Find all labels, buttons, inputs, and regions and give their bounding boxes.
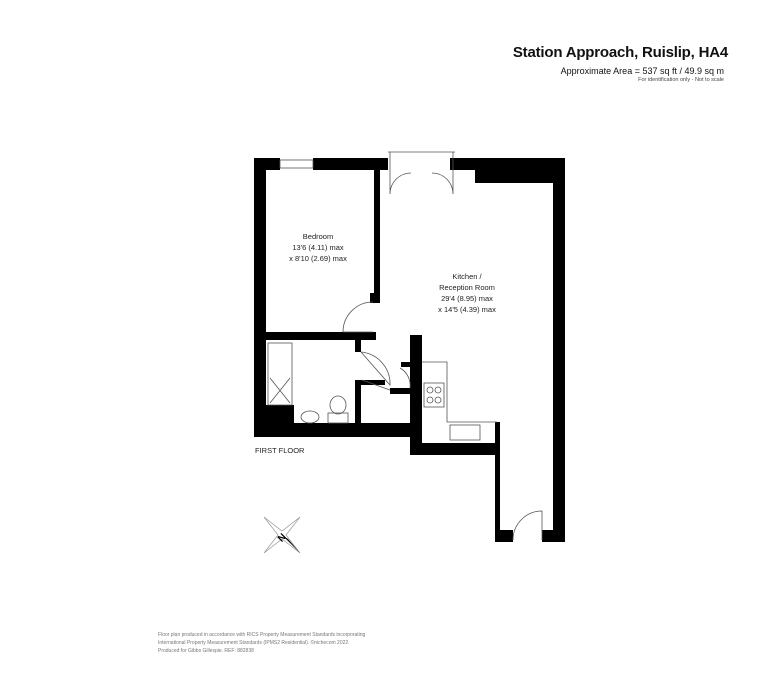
wall-bath-stub [355,340,361,352]
bedroom-window [279,159,314,169]
wall-corridor-side [495,422,500,542]
wall-bottom-right-jamb [542,530,565,542]
bathroom-door [360,351,391,387]
kitchen-dim1: 29'4 (8.95) max [441,294,493,303]
bedroom-name: Bedroom [303,232,333,241]
entrance-door [512,510,543,541]
wall-bottom [254,423,422,437]
floor-label: FIRST FLOOR [255,446,305,455]
bedroom-door [342,301,374,333]
kitchen-label: Kitchen / Reception Room 29'4 (8.95) max… [438,272,496,314]
wall-bottom-left-jamb [495,530,513,542]
kitchen-name1: Kitchen / [452,272,482,281]
balcony-door [388,151,455,195]
wall-cupboard-right [390,388,415,394]
footer-line2: International Property Measurement Stand… [158,640,350,646]
wall-top-right-thick [475,158,565,183]
kitchen-counter [422,361,497,423]
property-title: Station Approach, Ruislip, HA4 [512,44,728,61]
bedroom-label: Bedroom 13'6 (4.11) max x 8'10 (2.69) ma… [289,232,347,263]
wall-bedroom-stub [370,293,380,303]
bedroom-dim1: 13'6 (4.11) max [292,243,344,252]
toilet [329,395,347,415]
basin [300,410,320,424]
wall-bath-right [355,380,361,425]
compass-icon: N [263,516,301,554]
bedroom-dim2: x 8'10 (2.69) max [289,254,347,263]
wall-right [553,158,565,542]
cistern [327,412,349,424]
wall-bath-corner [254,405,294,435]
wall-top-mid [313,158,388,170]
kitchen-dim2: x 14'5 (4.39) max [438,305,496,314]
bathtub [267,342,293,406]
wall-bedroom-right [374,170,380,300]
wall-bedroom-bottom [266,332,376,340]
footer-disclaimer: Floor plan produced in accordance with R… [158,631,418,655]
shower-screen [269,377,291,404]
wall-corridor-left [410,335,422,455]
approximate-area: Approximate Area = 537 sq ft / 49.9 sq m [560,66,724,76]
walls [254,158,565,542]
wall-left [254,158,266,437]
footer-line3: Produced for Gibbs Gillespie. REF: 88283… [158,648,254,654]
footer-line1: Floor plan produced in accordance with R… [158,632,366,638]
cupboard-door [361,367,411,391]
scale-note: For identification only - Not to scale [638,77,724,83]
wall-corridor-bottom [410,443,500,455]
hob [423,382,445,408]
kitchen-name2: Reception Room [439,283,495,292]
sink [449,424,481,441]
wall-cupboard-stub [401,362,415,367]
